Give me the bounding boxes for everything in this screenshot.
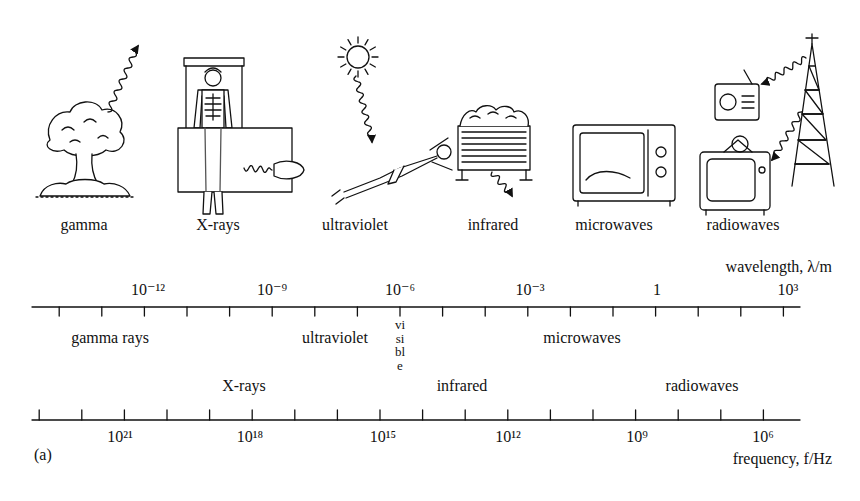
band-name: radiowaves — [666, 377, 739, 395]
tick — [357, 307, 358, 316]
sun-ray — [372, 56, 378, 57]
band-name: gamma rays — [71, 329, 149, 347]
frequency-value: 10¹⁵ — [370, 428, 396, 446]
microwave-oven — [573, 125, 675, 206]
tick — [39, 410, 40, 420]
television-set — [700, 136, 770, 215]
sun-ray — [348, 40, 351, 45]
tick — [720, 410, 721, 420]
sun — [338, 37, 378, 77]
tick — [186, 307, 187, 316]
tick — [124, 410, 125, 420]
tick — [229, 307, 230, 316]
wave-line — [772, 112, 802, 160]
caption: radiowaves — [707, 216, 780, 234]
frequency-axis — [32, 419, 800, 420]
wavelength-value: 10⁻⁹ — [257, 281, 287, 299]
tick — [635, 410, 636, 420]
sun-ray — [370, 47, 375, 50]
tick — [550, 410, 551, 420]
tick — [379, 410, 380, 420]
tick — [144, 307, 145, 316]
wavelength-value: 1 — [653, 281, 661, 299]
tick — [465, 410, 466, 420]
tick — [527, 307, 528, 316]
frequency-value: 10²¹ — [107, 428, 133, 446]
tick — [507, 410, 508, 420]
tick — [314, 307, 315, 316]
band-name: infrared — [437, 377, 488, 395]
sun-ray — [357, 37, 358, 43]
tick — [612, 307, 613, 316]
tick — [422, 410, 423, 420]
axis-title: frequency, f/Hz — [733, 450, 832, 468]
axis-ticks — [39, 307, 783, 420]
tick — [442, 307, 443, 316]
frequency-value: 10¹⁸ — [237, 428, 263, 446]
sun-ray — [341, 64, 346, 67]
tick — [252, 410, 253, 420]
wave-line — [108, 46, 138, 112]
tick — [740, 307, 741, 316]
wavelength-value: 10³ — [778, 281, 799, 299]
mushroom-cloud — [36, 102, 134, 197]
wavelength-value: 10⁻³ — [515, 281, 544, 299]
radio-set — [715, 70, 759, 120]
tick — [81, 410, 82, 420]
sun-ray — [338, 56, 344, 57]
wavelength-axis — [32, 306, 800, 307]
wave-line — [244, 166, 272, 173]
tick — [783, 307, 784, 316]
tick — [678, 410, 679, 420]
sun-ray — [365, 69, 368, 74]
sun-ray — [348, 69, 351, 74]
tick — [272, 307, 273, 316]
radiation-waves — [108, 46, 806, 196]
wave-line — [762, 57, 806, 84]
caption: microwaves — [575, 216, 652, 234]
band-name: ultraviolet — [302, 329, 368, 347]
tick — [101, 307, 102, 316]
tick — [209, 410, 210, 420]
tick — [655, 307, 656, 316]
wave-line — [491, 172, 512, 196]
tick — [59, 307, 60, 316]
panel-letter: (a) — [34, 446, 52, 464]
tick — [337, 410, 338, 420]
sun-ray — [370, 64, 375, 67]
frequency-value: 10¹² — [495, 428, 521, 446]
tick — [698, 307, 699, 316]
sunbather — [332, 138, 452, 204]
wavelength-value: 10⁻¹² — [131, 281, 165, 299]
tick — [399, 307, 400, 316]
wavelength-value: 10⁻⁶ — [385, 281, 415, 299]
caption: gamma — [60, 216, 107, 234]
frequency-value: 10⁶ — [752, 428, 774, 446]
tick — [485, 307, 486, 316]
sun-ray — [341, 47, 346, 50]
sun-ray — [365, 40, 368, 45]
tick — [166, 410, 167, 420]
caption: X-rays — [196, 216, 240, 234]
axis-title: wavelength, λ/m — [726, 258, 832, 276]
tick — [763, 410, 764, 420]
band-name: X-rays — [222, 377, 266, 395]
x-ray-machine — [178, 58, 304, 214]
band-name: visible — [394, 318, 407, 373]
electric-heater — [456, 106, 532, 180]
transmitter-tower — [792, 34, 834, 186]
tick — [294, 410, 295, 420]
sun-ray — [357, 71, 358, 77]
frequency-value: 10⁹ — [626, 428, 648, 446]
tick — [570, 307, 571, 316]
tick — [592, 410, 593, 420]
wave-line — [354, 76, 372, 142]
caption: infrared — [468, 216, 519, 234]
band-name: microwaves — [543, 329, 620, 347]
caption: ultraviolet — [322, 216, 388, 234]
